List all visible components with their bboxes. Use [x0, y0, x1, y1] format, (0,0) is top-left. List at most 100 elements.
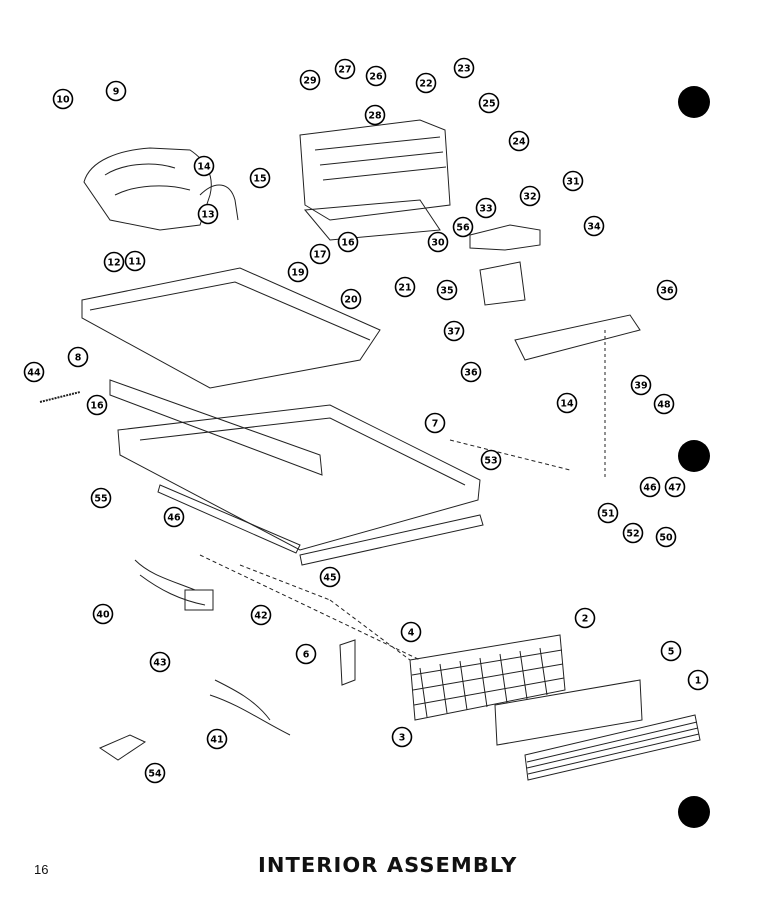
callout-25: 25 [482, 99, 495, 110]
callout-circle [86, 394, 108, 416]
callout-circle [67, 346, 89, 368]
callout-2: 2 [582, 614, 589, 625]
callout-circle [653, 393, 675, 415]
callout-28: 28 [368, 111, 382, 122]
evaporator-part [299, 119, 451, 221]
callout-16: 16 [341, 238, 355, 249]
callout-12: 12 [107, 258, 120, 269]
callout-13: 13 [201, 210, 214, 221]
wiring-harness-part [134, 559, 206, 606]
callout-6: 6 [303, 650, 310, 661]
callout-36b: 36 [464, 368, 478, 379]
callout-22: 22 [419, 79, 432, 90]
callout-circle [144, 762, 166, 784]
callout-circle [480, 449, 502, 471]
grille-panel-part [524, 714, 701, 781]
callout-circle [556, 392, 578, 414]
callout-circle [664, 476, 686, 498]
callout-36: 36 [660, 286, 674, 297]
right-bracket-part [514, 314, 641, 361]
callout-33: 33 [479, 204, 492, 215]
tray-part [117, 404, 481, 551]
top-panel-part [81, 267, 381, 389]
callout-10: 10 [56, 95, 70, 106]
callout-circle [562, 170, 584, 192]
callout-circle [295, 643, 317, 665]
callout-circle [622, 522, 644, 544]
callout-19: 19 [291, 268, 304, 279]
callout-circle [583, 215, 605, 237]
callout-46b: 46 [643, 483, 657, 494]
binder-hole-middle [678, 440, 710, 472]
callout-42: 42 [254, 611, 267, 622]
callout-56: 56 [456, 223, 470, 234]
callout-circle [400, 621, 422, 643]
callout-40: 40 [96, 610, 110, 621]
callout-17: 17 [313, 250, 326, 261]
filter-part [494, 679, 643, 746]
callout-24: 24 [512, 137, 526, 148]
callout-circle [460, 361, 482, 383]
callout-circle [103, 251, 125, 273]
callout-circle [452, 216, 474, 238]
callout-circle [249, 167, 271, 189]
callout-21: 21 [398, 283, 411, 294]
callout-circle [427, 231, 449, 253]
callout-circle [197, 203, 219, 225]
callout-3: 3 [399, 733, 406, 744]
callout-circle [656, 279, 678, 301]
callout-29: 29 [303, 76, 316, 87]
callout-37: 37 [447, 327, 460, 338]
callout-circle [508, 130, 530, 152]
callout-31: 31 [566, 177, 579, 188]
callout-circle [299, 69, 321, 91]
callout-circle [90, 487, 112, 509]
callout-circle [391, 726, 413, 748]
callout-53: 53 [484, 456, 497, 467]
callout-circle [655, 526, 677, 548]
callout-26: 26 [369, 72, 383, 83]
callout-41: 41 [210, 735, 223, 746]
callout-circle [436, 279, 458, 301]
callout-circle [630, 374, 652, 396]
grille-mesh-part [409, 634, 566, 721]
callout-1: 1 [695, 676, 702, 687]
fan-shroud-part [83, 147, 212, 231]
callout-circle [52, 88, 74, 110]
callout-7: 7 [432, 419, 439, 430]
page-title: INTERIOR ASSEMBLY [258, 853, 518, 877]
callout-circle [319, 566, 341, 588]
callout-32: 32 [523, 192, 536, 203]
callout-circle [639, 476, 661, 498]
callout-circle [105, 80, 127, 102]
callout-45: 45 [323, 573, 336, 584]
callout-20: 20 [344, 295, 358, 306]
callout-circle [334, 58, 356, 80]
callout-circle [250, 604, 272, 626]
callout-circle [443, 320, 465, 342]
callout-circle [92, 603, 114, 625]
callout-16b: 16 [90, 401, 104, 412]
callout-27: 27 [338, 65, 351, 76]
binder-hole-top [678, 86, 710, 118]
callout-circle [453, 57, 475, 79]
callout-4: 4 [408, 628, 415, 639]
callout-circle [337, 231, 359, 253]
callout-35: 35 [440, 286, 453, 297]
callout-circle [124, 250, 146, 272]
callout-circle [193, 155, 215, 177]
callout-14b: 14 [560, 399, 574, 410]
callout-circle [574, 607, 596, 629]
callout-circle [660, 640, 682, 662]
callout-circle [687, 669, 709, 691]
callout-39: 39 [634, 381, 647, 392]
page-number: 16 [34, 862, 49, 877]
callout-circle [309, 243, 331, 265]
callout-circle [163, 506, 185, 528]
callout-circle [475, 197, 497, 219]
callout-50: 50 [659, 533, 673, 544]
callout-circle [287, 261, 309, 283]
callout-9: 9 [113, 87, 120, 98]
callout-circle [23, 361, 45, 383]
